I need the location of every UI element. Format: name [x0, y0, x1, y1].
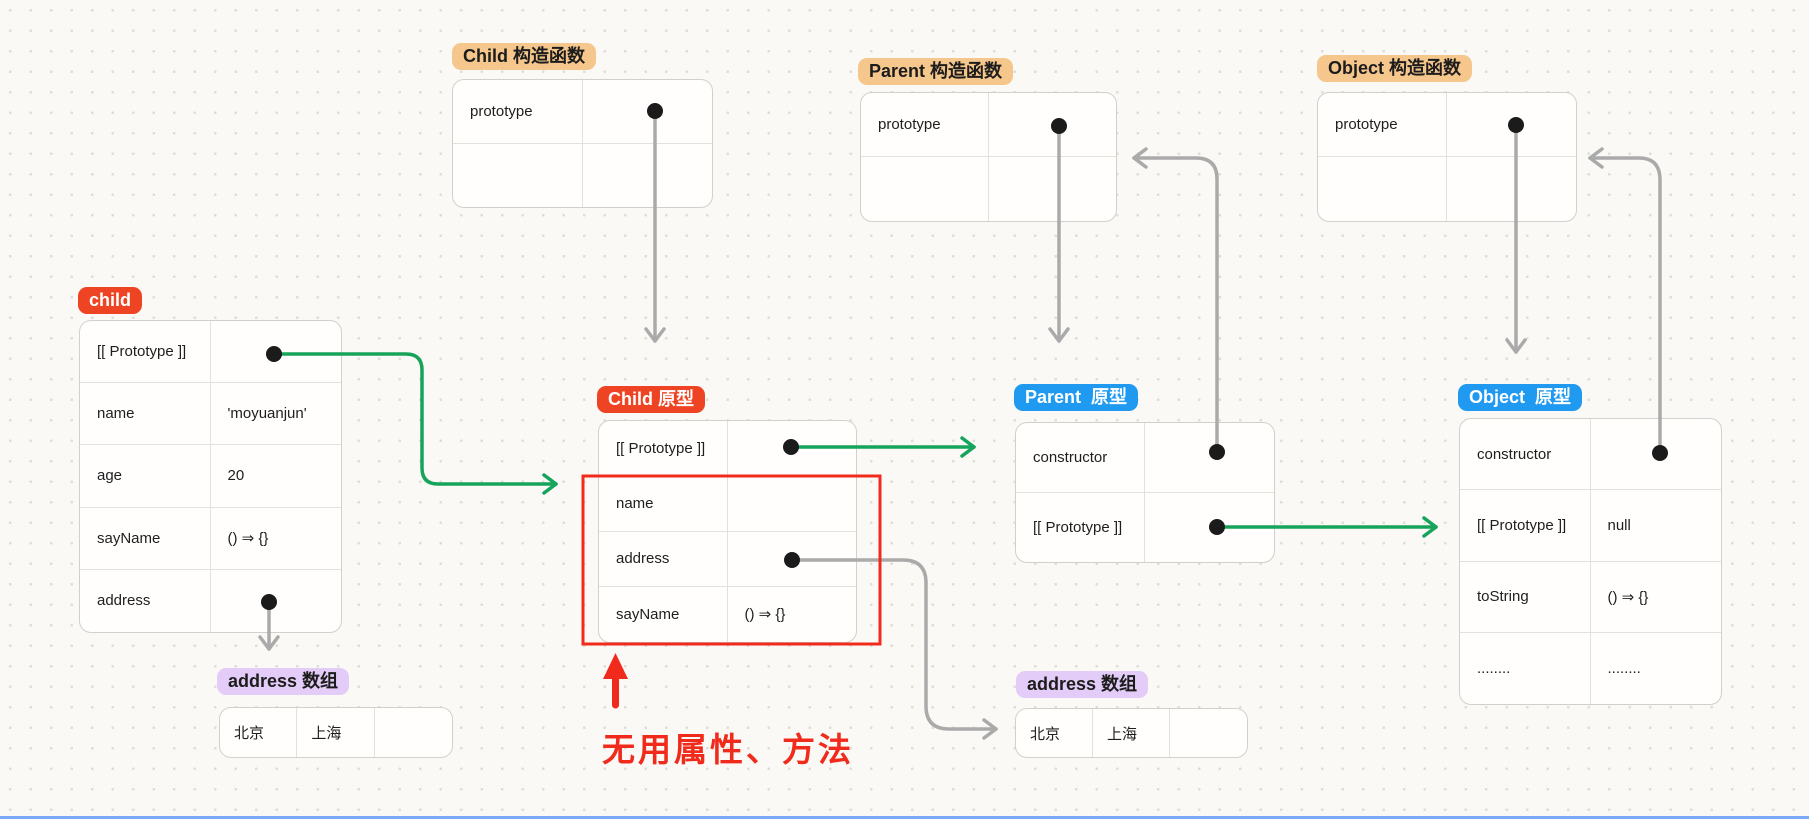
table-row: sayName () ⇒ {} [80, 507, 341, 570]
cell-value: () ⇒ {} [744, 606, 786, 624]
arrow-object-proto-constructor-to-object-ctor[interactable] [1588, 147, 1662, 447]
cell-key [861, 157, 989, 221]
cell-key: sayName [80, 507, 211, 569]
table-row [453, 143, 713, 208]
cell-value [211, 321, 342, 382]
table-row: toString () ⇒ {} [1460, 561, 1721, 633]
label-child-prototype[interactable]: Child 原型 [597, 386, 705, 413]
table-row: [[ Prototype ]] [1016, 492, 1274, 563]
cell-value [1145, 423, 1274, 492]
cell-key: age [80, 445, 211, 507]
cell-key [453, 143, 583, 207]
window-bottom-edge [0, 816, 1809, 819]
label-address-array-right[interactable]: address 数组 [1016, 671, 1149, 698]
cell-value: 'moyuanjun' [227, 405, 307, 423]
label-parent-constructor[interactable]: Parent 构造函数 [858, 58, 1014, 85]
cell-key: name [599, 476, 728, 531]
table-row: address [599, 531, 857, 587]
array-cell [375, 708, 452, 757]
parent-constructor-table[interactable]: prototype [860, 92, 1117, 222]
table-row: age 20 [80, 445, 341, 508]
cell-value [583, 80, 713, 143]
object-prototype-table[interactable]: constructor [[ Prototype ]] null toStrin… [1459, 418, 1722, 705]
cell-key: [[ Prototype ]] [80, 321, 211, 383]
parent-prototype-table[interactable]: constructor [[ Prototype ]] [1015, 422, 1275, 563]
cell-value [728, 532, 857, 586]
cell-key: prototype [1318, 93, 1447, 156]
cell-key: prototype [453, 80, 583, 143]
table-row: prototype [861, 93, 1116, 157]
annotation-text[interactable]: 无用属性、方法 [602, 731, 854, 768]
table-row: [[ Prototype ]] [599, 421, 857, 477]
red-up-arrow-head [603, 653, 628, 679]
cell-key: [[ Prototype ]] [1016, 492, 1145, 562]
table-row: sayName () ⇒ {} [599, 586, 856, 642]
cell-value: 20 [227, 467, 245, 485]
label-child[interactable]: child [78, 287, 143, 314]
address-array-table-right[interactable]: 北京 上海 [1015, 708, 1248, 758]
cell-value: null [1607, 516, 1631, 534]
table-row: ........ ........ [1460, 632, 1721, 704]
table-row: name 'moyuanjun' [80, 383, 341, 446]
label-child-constructor[interactable]: Child 构造函数 [452, 43, 596, 70]
cell-value [728, 476, 857, 530]
table-row: name [599, 476, 857, 532]
label-object-constructor[interactable]: Object 构造函数 [1317, 55, 1473, 82]
cell-key: [[ Prototype ]] [599, 421, 728, 476]
child-object-table[interactable]: [[ Prototype ]] name 'moyuanjun' age 20 … [79, 320, 342, 633]
table-row [1318, 157, 1576, 221]
array-cell: 北京 [1016, 709, 1093, 757]
cell-key: constructor [1460, 419, 1591, 490]
table-row: constructor [1016, 423, 1274, 493]
cell-value [728, 421, 857, 475]
cell-key: constructor [1016, 423, 1145, 492]
table-row [861, 157, 1116, 221]
child-prototype-table[interactable]: [[ Prototype ]] name address sayName () … [598, 420, 857, 643]
array-cell: 上海 [297, 708, 375, 757]
object-constructor-table[interactable]: prototype [1317, 92, 1577, 222]
cell-value [211, 570, 342, 632]
table-row: address [80, 569, 342, 632]
cell-key: [[ Prototype ]] [1460, 490, 1591, 561]
cell-value [1145, 493, 1274, 563]
table-row: [[ Prototype ]] [80, 321, 342, 384]
table-row: constructor [1460, 419, 1722, 491]
cell-key: address [599, 531, 728, 586]
cell-key [1318, 157, 1447, 221]
child-constructor-table[interactable]: prototype [452, 79, 713, 208]
cell-key: ........ [1460, 632, 1591, 704]
cell-value [989, 157, 1117, 221]
table-row: prototype [1318, 93, 1576, 157]
array-cell: 上海 [1093, 709, 1170, 757]
cell-value: () ⇒ {} [227, 530, 269, 548]
label-object-prototype[interactable]: Object 原型 [1458, 384, 1583, 411]
cell-value [989, 93, 1117, 156]
cell-value [583, 144, 713, 208]
cell-key: sayName [599, 586, 728, 642]
cell-value: () ⇒ {} [1607, 588, 1649, 606]
cell-value: ........ [1607, 659, 1641, 677]
label-parent-prototype[interactable]: Parent 原型 [1014, 384, 1139, 411]
table-row: prototype [453, 80, 712, 144]
cell-key: name [80, 383, 211, 445]
cell-value [1447, 157, 1576, 221]
cell-key: prototype [861, 93, 989, 156]
cell-value [1447, 93, 1576, 156]
table-row: [[ Prototype ]] null [1460, 490, 1721, 562]
cell-value [1591, 419, 1722, 489]
address-array-table-left[interactable]: 北京 上海 [219, 707, 453, 758]
label-address-array-left[interactable]: address 数组 [217, 668, 350, 695]
arrow-parent-proto-constructor-to-parent-ctor[interactable] [1132, 147, 1219, 446]
cell-key: address [80, 569, 211, 632]
array-cell [1170, 709, 1247, 757]
array-cell: 北京 [220, 708, 298, 757]
cell-key: toString [1460, 561, 1591, 632]
